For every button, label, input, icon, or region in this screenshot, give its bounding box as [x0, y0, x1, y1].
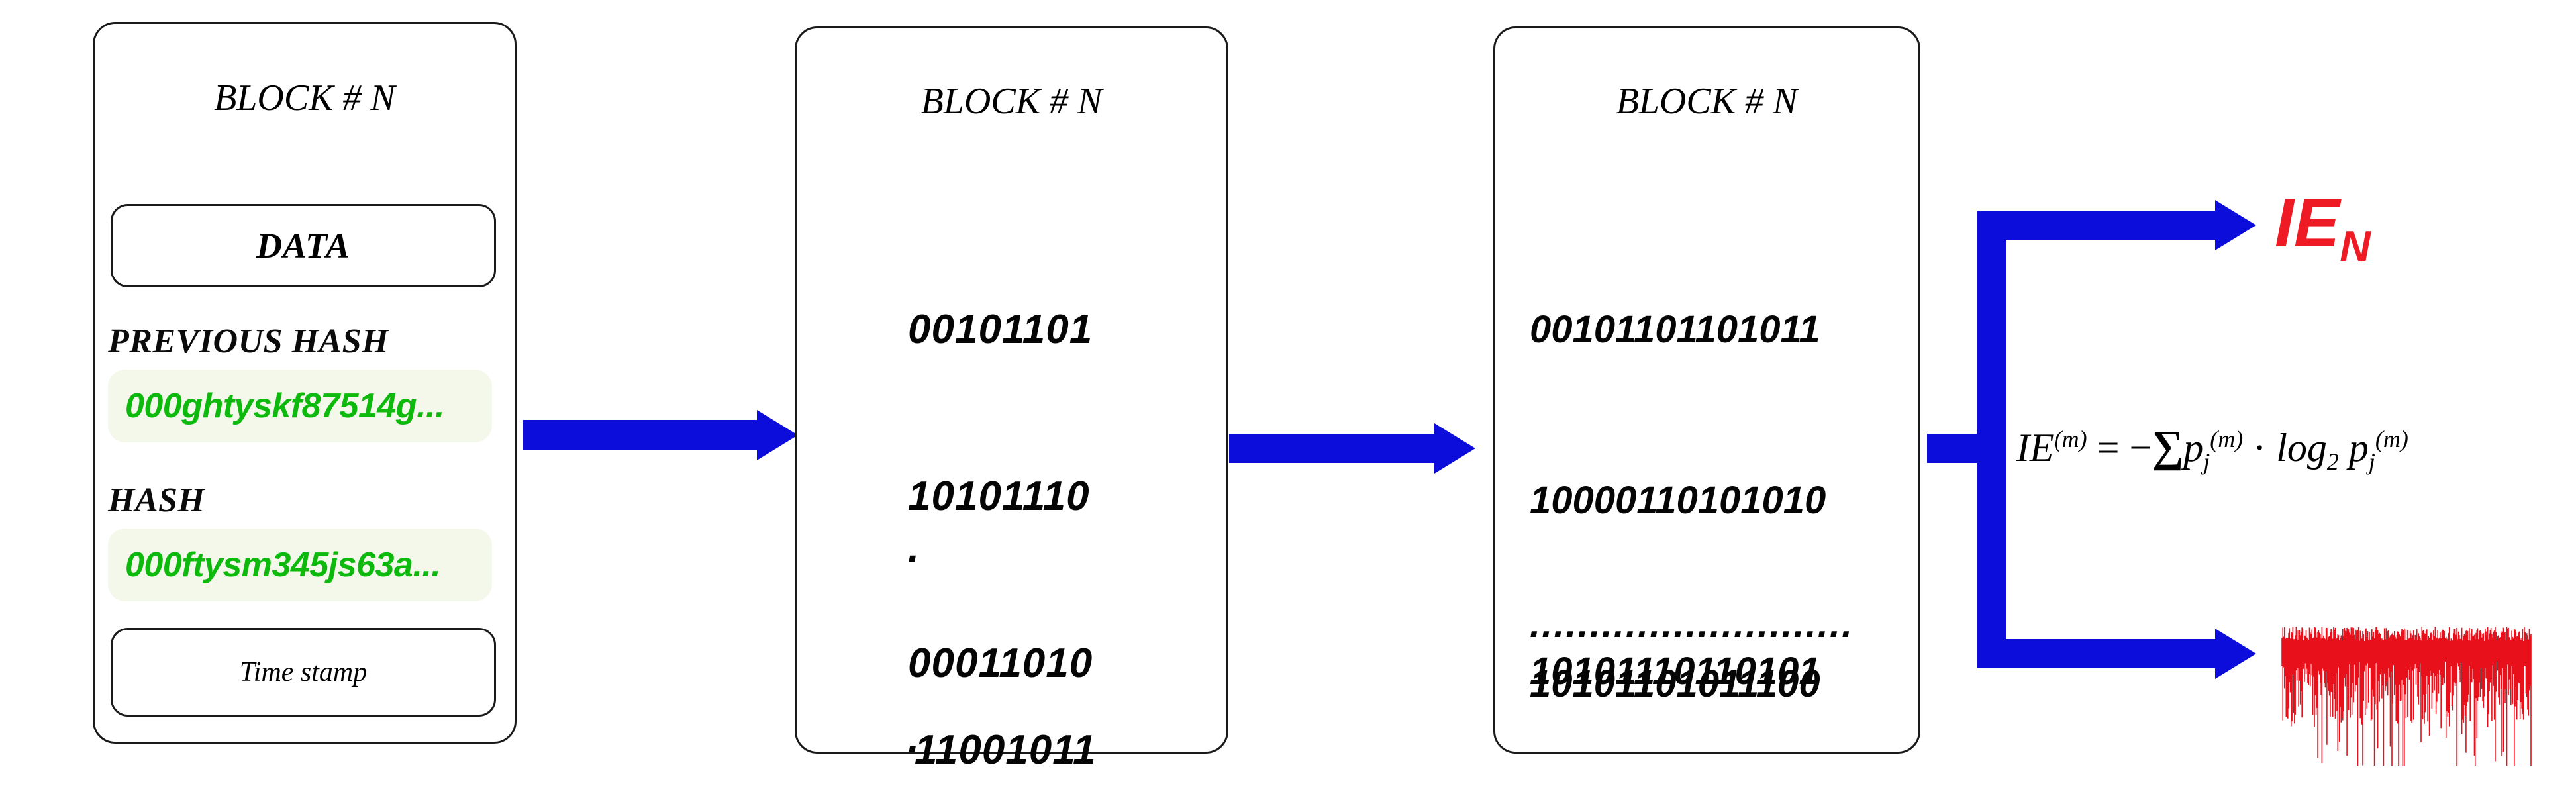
previous-hash-value: 000ghtyskf87514g...: [125, 387, 444, 425]
entropy-signal-plot: [2278, 615, 2536, 767]
block-1-title: BLOCK # N: [214, 77, 395, 119]
arrow-1-head: [757, 410, 798, 460]
binary-line: 10101101011100: [1530, 662, 1820, 705]
block-3-binary-stack: 00101101101011 10000110101010 1010111011…: [1530, 187, 1840, 806]
block-2-binary-stack: 00101101 10101110 00011010: [908, 191, 1093, 803]
fork-bottom-branch-head: [2215, 629, 2256, 679]
formula-p1-superscript: (m): [2210, 426, 2244, 452]
binary-line: 10101110110101: [1530, 650, 1820, 693]
data-box-label: DATA: [256, 226, 351, 266]
block-3-binary-last: 10101101011100: [1530, 542, 1820, 806]
formula-minus: −: [2129, 426, 2152, 470]
signal-trace: [2281, 627, 2532, 766]
arrow-2-shaft: [1229, 434, 1438, 463]
block-card-3: BLOCK # N 00101101101011 10000110101010 …: [1493, 26, 1920, 754]
binary-line: 10101110: [908, 474, 1090, 519]
previous-hash-pill: 000ghtyskf87514g...: [108, 370, 492, 442]
ie-n-label: IEN: [2275, 189, 2371, 268]
formula-p2-subscript: j: [2368, 448, 2375, 475]
entropy-formula: IE(m) = −∑pj(m) · log2 pj(m): [2016, 424, 2408, 474]
data-box: DATA: [111, 204, 496, 287]
hash-label: HASH: [108, 481, 205, 519]
block-2-binary-last: 11001011: [915, 611, 1097, 806]
formula-sigma-icon: ∑: [2152, 421, 2184, 471]
timestamp-box: Time stamp: [111, 628, 496, 717]
ellipsis-dot: .: [908, 716, 920, 762]
binary-line: 11001011: [915, 727, 1097, 773]
block-card-2: BLOCK # N 00101101 10101110 00011010 . .…: [795, 26, 1228, 773]
fork-top-branch-head: [2215, 200, 2256, 250]
binary-line: 00011010: [908, 640, 1093, 686]
formula-log: log: [2276, 426, 2327, 470]
binary-line: 00101101101011: [1530, 308, 1820, 351]
fork-trunk: [1977, 211, 2006, 668]
formula-log-base: 2: [2326, 448, 2339, 475]
arrow-2-head: [1434, 423, 1475, 474]
block-2-title: BLOCK # N: [920, 81, 1103, 122]
timestamp-label: Time stamp: [239, 657, 368, 687]
formula-equals: =: [2097, 426, 2120, 470]
fork-bottom-branch-shaft: [1977, 639, 2218, 668]
ellipsis-row: ...........................: [1530, 603, 1854, 646]
formula-p1-subscript: j: [2203, 448, 2210, 475]
ie-n-subscript: N: [2340, 222, 2371, 270]
block-2-dots-stack: . . . .: [908, 389, 976, 806]
block-card-1: BLOCK # N DATA PREVIOUS HASH 000ghtyskf8…: [93, 22, 517, 744]
ie-n-main: IE: [2275, 185, 2340, 262]
formula-lhs: IE: [2016, 426, 2054, 470]
formula-dot-operator: ·: [2253, 426, 2267, 470]
hash-pill: 000ftysm345js63a...: [108, 529, 492, 601]
binary-line: 00101101: [908, 307, 1093, 352]
hash-value: 000ftysm345js63a...: [125, 546, 441, 584]
previous-hash-label: PREVIOUS HASH: [108, 323, 389, 360]
fork-top-branch-shaft: [1977, 211, 2218, 240]
binary-line: 10000110101010: [1530, 479, 1826, 522]
signal-svg: [2281, 627, 2532, 766]
arrow-1-shaft: [523, 420, 760, 450]
formula-p2-superscript: (m): [2375, 426, 2408, 452]
block-3-ellipsis-row: ...........................: [1530, 492, 1854, 757]
formula-lhs-superscript: (m): [2054, 426, 2087, 452]
block-3-title: BLOCK # N: [1616, 81, 1798, 122]
formula-p2: p: [2348, 426, 2369, 470]
formula-p1: p: [2183, 426, 2204, 470]
ellipsis-dot: .: [908, 525, 920, 571]
